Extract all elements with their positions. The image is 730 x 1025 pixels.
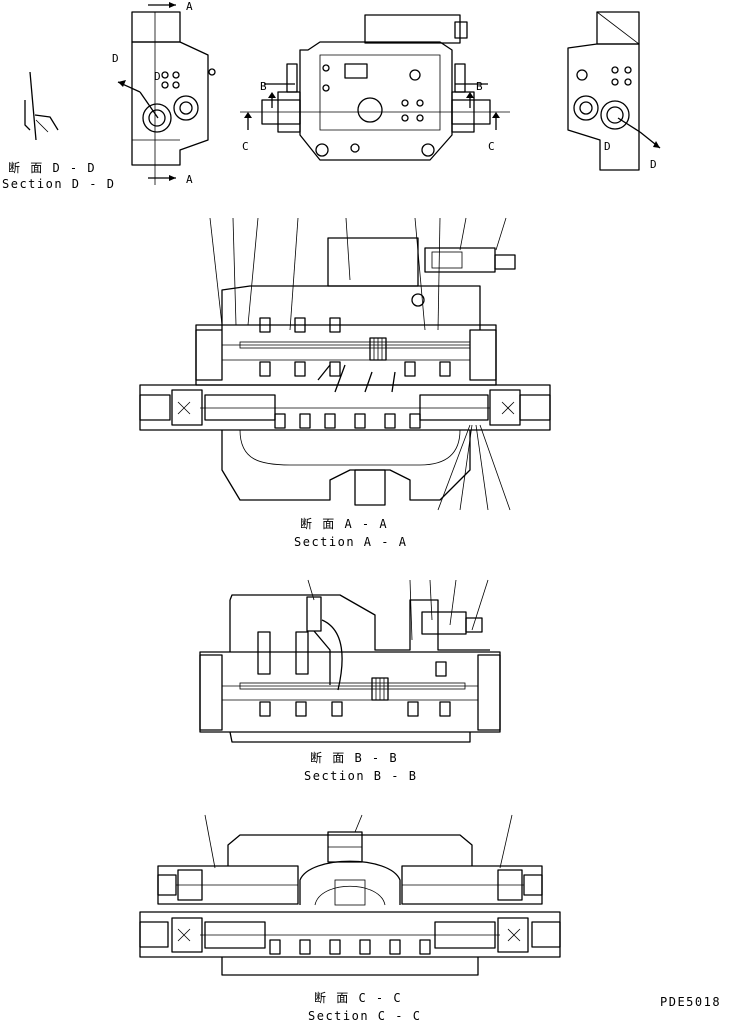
section-dd-en: Section D - D (2, 177, 115, 191)
view-left-side (117, 11, 216, 185)
marker-d-1: D (112, 52, 119, 65)
view-right-side (567, 11, 661, 171)
section-bb-en: Section B - B (304, 769, 417, 783)
marker-d-3: D (604, 140, 611, 153)
view-detail-dd (24, 71, 59, 141)
section-aa-drawing (139, 217, 551, 511)
section-cc-en: Section C - C (308, 1009, 421, 1021)
marker-a-bottom: A (186, 173, 193, 186)
arrow-b-left-icon (268, 92, 276, 98)
section-aa-en: Section A - A (294, 535, 407, 549)
section-cc-drawing (139, 814, 561, 976)
marker-c-right: C (488, 140, 495, 153)
marker-c-left: C (242, 140, 249, 153)
section-cc-jp: 断 面 C - C (314, 990, 402, 1005)
arrow-b-right-icon (466, 92, 474, 98)
section-bb-drawing (199, 579, 501, 743)
section-bb-jp: 断 面 B - B (310, 750, 398, 765)
arrow-c-left-icon (244, 112, 252, 118)
drawing-code: PDE5018 (660, 995, 721, 1009)
view-top-front (240, 14, 510, 161)
arrow-c-right-icon (492, 112, 500, 118)
marker-d-4: D (650, 158, 657, 171)
marker-d-2: D (154, 70, 161, 83)
marker-a-top: A (186, 0, 193, 13)
section-dd-jp: 断 面 D - D (8, 160, 96, 175)
marker-b-left: B (260, 80, 267, 93)
section-aa-jp: 断 面 A - A (300, 516, 388, 531)
marker-b-right: B (476, 80, 483, 93)
